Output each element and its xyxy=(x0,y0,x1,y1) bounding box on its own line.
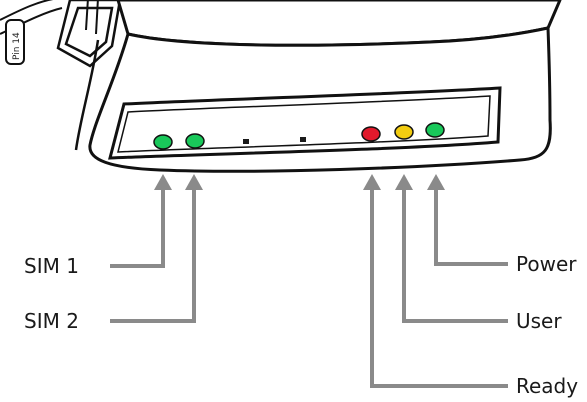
arrowhead-ready xyxy=(363,174,381,190)
arrowhead-user xyxy=(395,174,413,190)
led-ready xyxy=(361,126,381,142)
label-user: User xyxy=(516,309,562,333)
leader-sim2 xyxy=(110,188,196,323)
arrowhead-power xyxy=(427,174,445,190)
leds xyxy=(153,122,445,150)
label-sim2: SIM 2 xyxy=(24,309,79,333)
led-power xyxy=(425,122,445,138)
arrowhead-sim2 xyxy=(185,174,203,190)
leader-sim1 xyxy=(110,188,165,268)
cable-connector xyxy=(0,0,122,68)
label-ready: Ready xyxy=(516,374,579,398)
led-sim1 xyxy=(153,134,173,150)
leader-power xyxy=(434,188,508,266)
arrowheads xyxy=(154,174,445,190)
pin-tag: Pin 14 xyxy=(5,19,25,65)
led-sim2 xyxy=(185,133,205,149)
led-off-2 xyxy=(300,137,306,142)
led-panel xyxy=(108,86,502,160)
leader-lines xyxy=(110,188,508,388)
leader-ready xyxy=(370,188,508,388)
leader-user xyxy=(402,188,508,323)
label-sim1: SIM 1 xyxy=(24,254,79,278)
led-user xyxy=(394,124,414,140)
pin-tag-text: Pin 14 xyxy=(12,32,22,60)
arrowhead-sim1 xyxy=(154,174,172,190)
label-power: Power xyxy=(516,252,577,276)
led-off-1 xyxy=(243,139,249,144)
